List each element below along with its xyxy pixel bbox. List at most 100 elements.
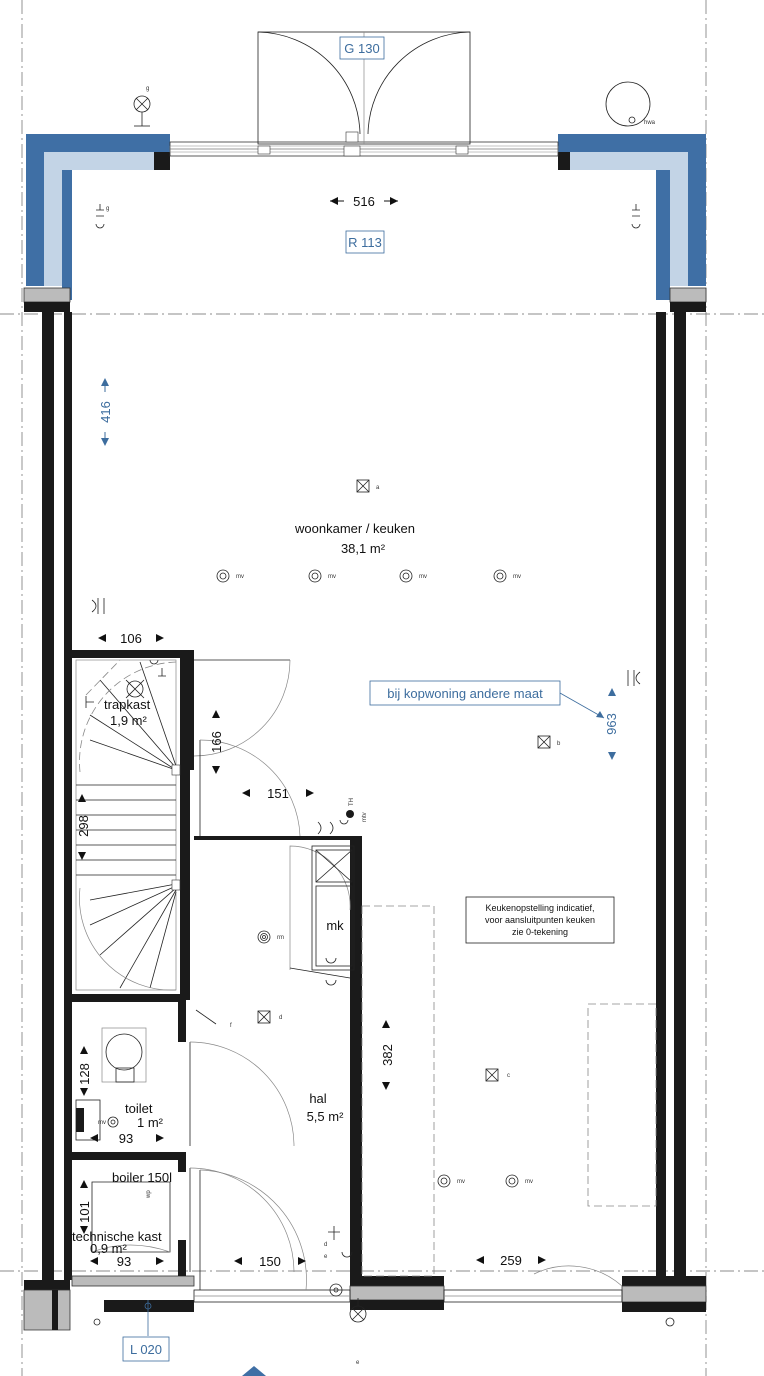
lamp-icon xyxy=(257,1010,271,1024)
vent-icon xyxy=(216,569,230,583)
dim-259-label: 259 xyxy=(500,1253,522,1268)
dim-382: 382 xyxy=(380,1020,395,1090)
vent-icon xyxy=(399,569,413,583)
dim-963: 963 xyxy=(604,688,619,760)
dim-93-toilet: 93 xyxy=(90,1131,164,1146)
d-label: d xyxy=(324,1242,327,1248)
mv-label: mv xyxy=(525,1179,533,1185)
downpipe-icon xyxy=(605,81,651,127)
technische-name: technische kast xyxy=(72,1229,162,1244)
meter-cupboard xyxy=(311,845,355,971)
toilet-fixtures xyxy=(75,1027,147,1141)
kopwoning-text: bij kopwoning andere maat xyxy=(387,686,543,701)
toilet-name: toilet xyxy=(125,1101,153,1116)
keuken-note-line3: zie 0-tekening xyxy=(512,927,568,937)
vent-icon xyxy=(437,1174,451,1188)
dim-382-label: 382 xyxy=(380,1044,395,1066)
door-swings xyxy=(189,659,623,1291)
woonkamer-area: 38,1 m² xyxy=(341,541,386,556)
vent-icon xyxy=(493,569,507,583)
hal-name: hal xyxy=(309,1091,326,1106)
vent-icon xyxy=(505,1174,519,1188)
mv-label: mv xyxy=(419,574,427,580)
kopwoning-callout: bij kopwoning andere maat xyxy=(369,680,605,719)
trapkast-area: 1,9 m² xyxy=(110,713,148,728)
d-label: d xyxy=(279,1015,282,1021)
keuken-note: Keukenopstelling indicatief, voor aanslu… xyxy=(465,896,615,944)
downpipe-icon xyxy=(665,1317,675,1327)
switches-sockets xyxy=(85,204,641,1258)
e-label: e xyxy=(356,1360,360,1366)
symbol-labels: mv mv mv mv mv mv mv rm a b c d f g g TH… xyxy=(98,86,656,1366)
dim-151: 151 xyxy=(242,786,314,801)
c-label: c xyxy=(507,1073,510,1079)
dim-298-label: 298 xyxy=(76,815,91,837)
dim-93-tech-label: 93 xyxy=(117,1254,131,1269)
dim-101-label: 101 xyxy=(77,1201,92,1223)
exterior-walls xyxy=(23,312,707,1331)
tag-g130-label: G 130 xyxy=(344,41,379,56)
dim-516: 516 xyxy=(330,194,398,209)
front-facade xyxy=(26,131,706,300)
trapkast-name: trapkast xyxy=(104,697,151,712)
kitchen-outline xyxy=(361,905,657,1277)
wp-label: wp xyxy=(146,1190,152,1199)
dim-128-label: 128 xyxy=(77,1063,92,1085)
dim-150: 150 xyxy=(234,1254,306,1269)
downpipe-icon xyxy=(93,1318,101,1326)
dim-106: 106 xyxy=(98,631,164,646)
tag-l020: L 020 xyxy=(122,1336,170,1362)
woonkamer-name: woonkamer / keuken xyxy=(294,521,415,536)
g-label: g xyxy=(146,86,149,92)
wall-caps xyxy=(23,287,707,312)
dim-150-label: 150 xyxy=(259,1254,281,1269)
dim-93-tech: 93 xyxy=(90,1254,164,1269)
boiler xyxy=(91,1181,171,1253)
dim-166-label: 166 xyxy=(209,731,224,753)
th-label: TH xyxy=(349,798,355,806)
dim-516-label: 516 xyxy=(353,194,375,209)
entrance-marker xyxy=(144,1300,266,1376)
hwa-label: hwa xyxy=(644,120,656,126)
vent-icon xyxy=(308,569,322,583)
tag-l020-label: L 020 xyxy=(130,1342,162,1357)
b-label: b xyxy=(557,741,561,747)
vent-icon xyxy=(107,1116,119,1128)
dim-416-label: 416 xyxy=(98,401,113,423)
toilet-area: 1 m² xyxy=(137,1115,164,1130)
staircase xyxy=(75,659,181,991)
e-label: e xyxy=(324,1254,328,1260)
mv-label: mv xyxy=(328,574,336,580)
interior-walls xyxy=(72,650,362,1278)
outdoor-lamp-icon xyxy=(133,95,151,127)
technische-area: 0,9 m² xyxy=(90,1241,128,1256)
ventilation-points xyxy=(107,569,519,1188)
dim-298: 298 xyxy=(76,794,91,860)
dim-151-label: 151 xyxy=(267,786,289,801)
f-label: f xyxy=(230,1023,232,1029)
dim-128: 128 xyxy=(77,1046,92,1096)
hal-area: 5,5 m² xyxy=(307,1109,345,1124)
doorbell-icon xyxy=(329,1283,343,1297)
dim-259: 259 xyxy=(476,1253,546,1268)
boiler-label: boiler 150l xyxy=(112,1170,172,1185)
dim-166: 166 xyxy=(209,710,224,774)
dim-106-label: 106 xyxy=(120,631,142,646)
smoke-detector-icon xyxy=(257,930,271,944)
dim-416: 416 xyxy=(98,378,113,446)
lamp-icon xyxy=(356,479,370,493)
mv-label: mv xyxy=(98,1120,106,1126)
rm-label: rm xyxy=(277,935,284,941)
dim-963-label: 963 xyxy=(604,713,619,735)
g-label: g xyxy=(106,206,109,212)
mtv-label: mtv xyxy=(362,812,368,822)
a-label: a xyxy=(376,485,380,491)
tag-g130: G 130 xyxy=(339,36,385,60)
outdoor-lamp-icon xyxy=(349,1298,367,1323)
lamp-icon xyxy=(537,735,551,749)
outdoor-lamps xyxy=(93,81,675,1327)
tag-r113-label: R 113 xyxy=(348,235,382,250)
dim-93-toilet-label: 93 xyxy=(119,1131,133,1146)
tag-r113: R 113 xyxy=(345,230,385,254)
